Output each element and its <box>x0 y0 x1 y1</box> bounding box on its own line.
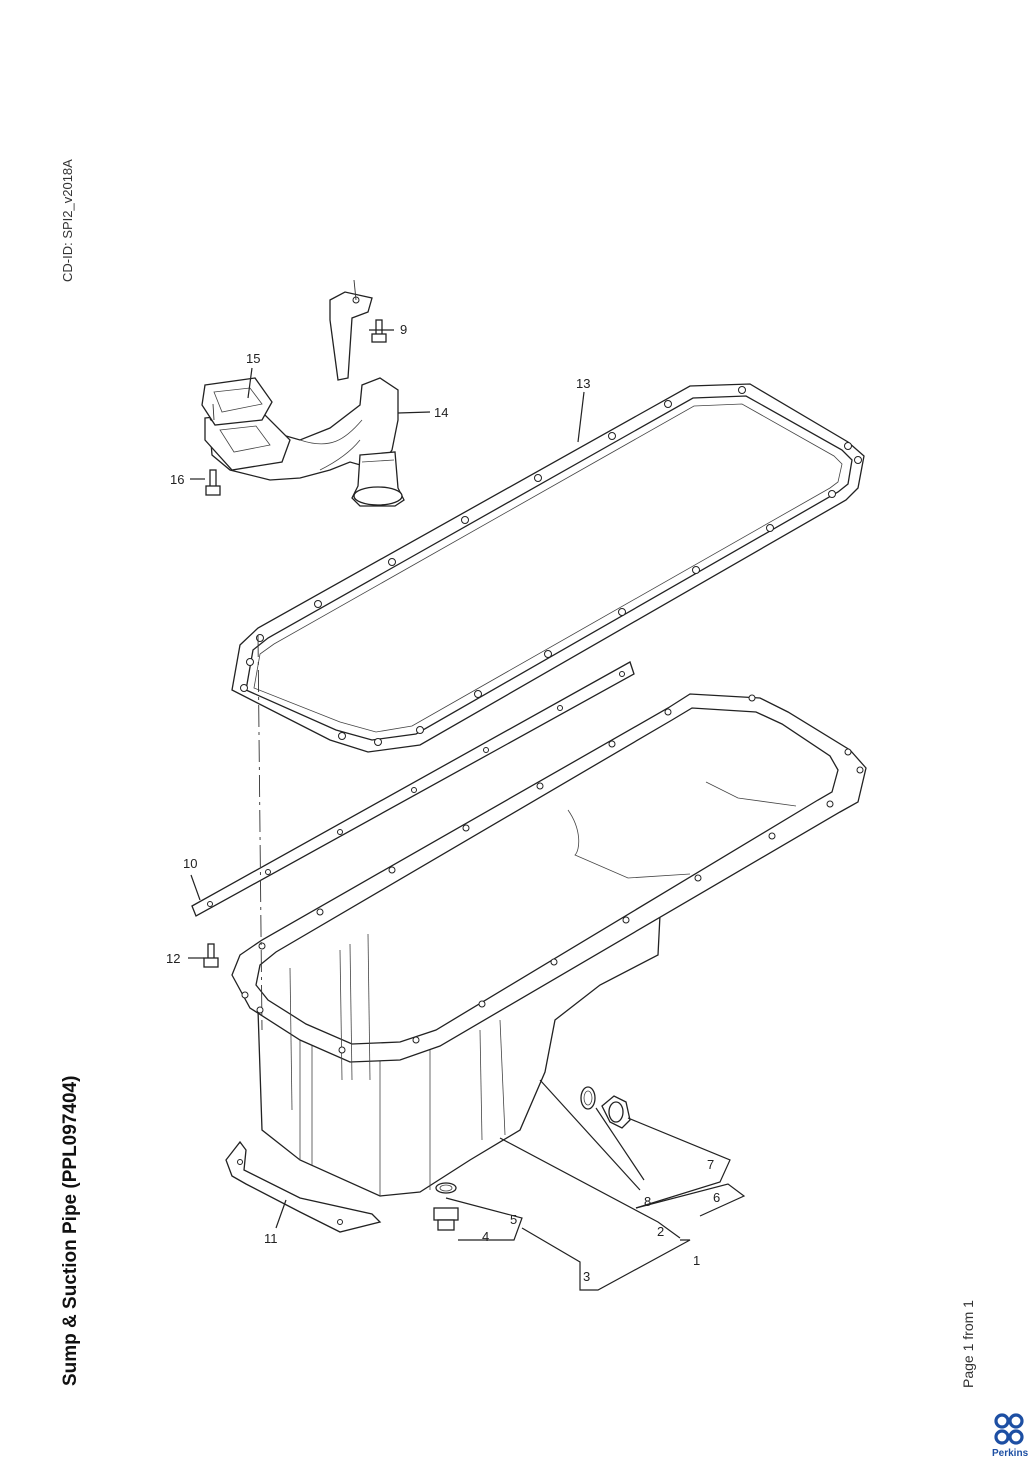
sump-gasket <box>231 383 865 753</box>
callout-14: 14 <box>434 405 448 420</box>
callout-15: 15 <box>246 351 260 366</box>
flange-gasket <box>201 377 273 426</box>
callout-4: 4 <box>482 1229 489 1244</box>
gasket-holes <box>240 386 862 746</box>
stiffener-strip <box>191 661 635 917</box>
page-indicator: Page 1 from 1 <box>960 1300 976 1388</box>
bolt-12 <box>203 943 219 968</box>
sump-holes <box>241 694 864 1054</box>
callout-10: 10 <box>183 856 197 871</box>
callout-11: 11 <box>264 1231 278 1246</box>
callout-8: 8 <box>644 1194 651 1209</box>
callout-16: 16 <box>170 472 184 487</box>
bracket <box>225 1140 382 1233</box>
callout-2: 2 <box>657 1224 664 1239</box>
callout-6: 6 <box>713 1190 720 1205</box>
sheet-title: Sump & Suction Pipe (PPL097404) <box>60 1075 81 1386</box>
oil-sump <box>231 693 867 1197</box>
callout-9: 9 <box>400 322 407 337</box>
bolt-16 <box>205 469 221 496</box>
callout-5: 5 <box>510 1212 517 1227</box>
callout-1: 1 <box>693 1253 700 1268</box>
drain-plug-side <box>580 1086 631 1129</box>
callout-12: 12 <box>166 951 180 966</box>
callout-3: 3 <box>583 1269 590 1284</box>
document-id: CD-ID: SPI2_v2018A <box>60 159 75 282</box>
drain-plug-lower <box>433 1182 459 1231</box>
callout-13: 13 <box>576 376 590 391</box>
bolt-9 <box>371 319 387 343</box>
perkins-logo-icon <box>994 1413 1024 1445</box>
logo-wordmark: Perkins <box>992 1448 1029 1459</box>
callout-7: 7 <box>707 1157 714 1172</box>
